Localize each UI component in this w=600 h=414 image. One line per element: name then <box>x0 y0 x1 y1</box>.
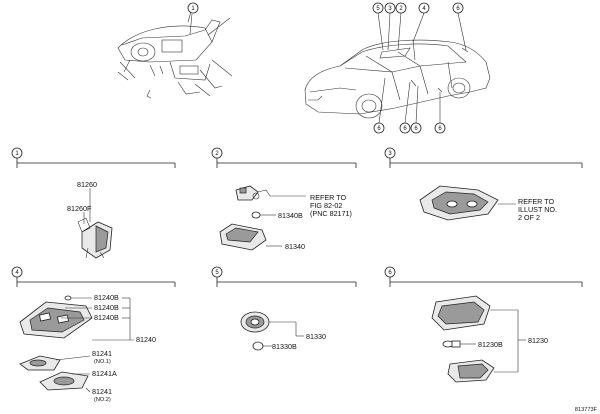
svg-text:6: 6 <box>414 126 418 132</box>
section-1-leaders <box>83 188 91 224</box>
svg-text:6: 6 <box>456 6 460 12</box>
part-label-81330b: 81330B <box>272 342 297 351</box>
svg-text:5: 5 <box>376 6 380 12</box>
callout-2-top: 2 <box>395 2 407 14</box>
svg-text:6: 6 <box>438 126 442 132</box>
section-5-bulb <box>252 341 264 351</box>
section-5-lamp <box>240 311 270 333</box>
refer-to-line1-s3: REFER TO <box>518 197 554 206</box>
callout-6-bottom-b: 6 <box>399 122 411 134</box>
section-6-lamp-housing <box>431 295 491 331</box>
svg-text:2: 2 <box>399 6 403 12</box>
section-2-bulb <box>251 211 276 219</box>
callout-5-top: 5 <box>372 2 384 14</box>
section-2-lamp-housing <box>219 223 282 251</box>
section-header-2: 2 <box>211 147 357 168</box>
svg-text:3: 3 <box>388 151 392 157</box>
section-6-bulb <box>442 340 461 348</box>
svg-text:6: 6 <box>403 126 407 132</box>
refer-to-line2-s3: ILLUST NO. <box>518 205 557 214</box>
svg-text:4: 4 <box>422 6 426 12</box>
section-2-bulb-socket <box>235 185 271 201</box>
refer-to-line3-s2: (PNC 82171) <box>310 209 352 218</box>
part-label-81241a: 81241A <box>92 369 117 378</box>
section-4-lens-2 <box>39 371 89 391</box>
svg-text:6: 6 <box>377 126 381 132</box>
section-4-console-lamp <box>19 301 93 339</box>
refer-to-line1-s2: REFER TO <box>310 193 346 202</box>
section-6-leaders <box>460 309 526 373</box>
section-3-map-lamp-assembly <box>419 185 516 221</box>
callout-6-bottom-a: 6 <box>373 122 385 134</box>
dashboard-interior-illustration <box>117 7 233 99</box>
section-header-1: 1 <box>11 147 176 168</box>
section-6-lens <box>447 359 495 383</box>
part-label-81230b: 81230B <box>478 340 503 349</box>
section-header-4: 4 <box>11 266 176 287</box>
svg-text:1: 1 <box>191 6 195 12</box>
refer-to-line3-s3: 2 OF 2 <box>518 213 540 222</box>
svg-text:5: 5 <box>215 270 219 276</box>
part-label-81241-no2: 81241 <box>92 387 112 396</box>
car-illustration <box>304 39 491 119</box>
section-1-part-illustration <box>77 217 113 259</box>
section-header-6: 6 <box>384 266 583 287</box>
section-header-3: 3 <box>384 147 583 168</box>
section-header-5: 5 <box>211 266 357 287</box>
section-5-leaders <box>263 321 304 347</box>
svg-text:3: 3 <box>388 6 392 12</box>
part-label-81260f: 81260F <box>67 204 92 213</box>
refer-to-line2-s2: FIG 82-02 <box>310 201 342 210</box>
part-label-no2: (NO.2) <box>94 397 111 403</box>
callout-6-top: 6 <box>452 2 464 14</box>
section-4-leaders <box>55 297 134 393</box>
callout-6-bottom-c: 6 <box>410 122 422 134</box>
part-label-81241-no1: 81241 <box>92 349 112 358</box>
callout-4-top: 4 <box>418 2 430 14</box>
part-label-no1: (NO.1) <box>94 359 111 365</box>
part-label-81330: 81330 <box>306 332 326 341</box>
part-label-81340: 81340 <box>285 242 305 251</box>
svg-text:1: 1 <box>15 151 19 157</box>
svg-text:4: 4 <box>15 270 19 276</box>
svg-text:6: 6 <box>388 270 392 276</box>
part-label-81260: 81260 <box>77 180 97 189</box>
callout-3-top: 3 <box>384 2 396 14</box>
part-label-81240b-c: 81240B <box>94 313 119 322</box>
svg-text:2: 2 <box>215 151 219 157</box>
callout-1-top: 1 <box>187 2 199 14</box>
part-label-81230: 81230 <box>528 336 548 345</box>
part-label-81240b-b: 81240B <box>94 303 119 312</box>
part-label-81340b: 81340B <box>278 211 303 220</box>
part-label-81240: 81240 <box>136 335 156 344</box>
diagram-code: 813773F <box>575 407 598 413</box>
section-4-lens-1 <box>19 355 61 371</box>
part-label-81240b-a: 81240B <box>94 293 119 302</box>
car-leader-lines <box>377 12 467 124</box>
callout-6-bottom-d: 6 <box>434 122 446 134</box>
